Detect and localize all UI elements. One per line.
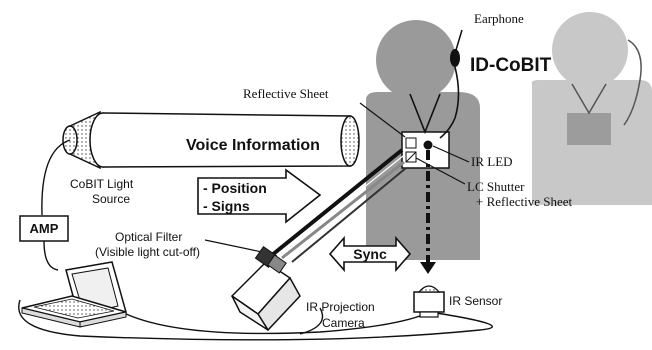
earphone-icon bbox=[439, 29, 463, 139]
faded-id-card bbox=[567, 113, 611, 145]
ir-sensor-label: IR Sensor bbox=[449, 294, 502, 308]
reflective-sheet-square bbox=[405, 137, 417, 149]
faded-person bbox=[531, 12, 652, 205]
sync-label: Sync bbox=[353, 246, 387, 262]
ir-sensor-icon bbox=[413, 285, 445, 318]
reflective-sheet-label: Reflective Sheet bbox=[243, 86, 329, 101]
signs-label: - Signs bbox=[203, 198, 250, 214]
cables bbox=[18, 139, 493, 341]
earphone-label: Earphone bbox=[474, 11, 524, 26]
person-body bbox=[366, 92, 480, 260]
optical-filter-label-1: Optical Filter bbox=[115, 230, 182, 244]
projection-beams bbox=[270, 148, 407, 263]
laptop-icon bbox=[21, 261, 127, 328]
ir-led-dot bbox=[423, 140, 433, 150]
position-signs-arrow bbox=[197, 168, 322, 224]
ir-led-leader bbox=[432, 145, 470, 163]
optical-filter-label-2: (Visible light cut-off) bbox=[95, 245, 200, 259]
ir-signal-arrowhead bbox=[420, 262, 436, 274]
reflective-sheet-leader bbox=[359, 102, 406, 138]
optical-filter-leader bbox=[204, 239, 263, 253]
lanyard bbox=[409, 93, 441, 135]
person-head bbox=[376, 20, 456, 100]
ir-projection-camera-icon bbox=[230, 245, 301, 332]
position-label: - Position bbox=[203, 180, 267, 196]
ir-projection-camera-label-1: IR Projection bbox=[306, 300, 375, 314]
voice-information-label: Voice Information bbox=[186, 137, 320, 154]
amp-box bbox=[19, 215, 69, 242]
cobit-light-source-label-2: Source bbox=[92, 192, 130, 206]
lc-shutter-sub-label: + Reflective Sheet bbox=[476, 194, 573, 209]
id-cobit-label: ID-CoBIT bbox=[470, 55, 552, 76]
cobit-light-source-label-1: CoBIT Light bbox=[70, 177, 134, 191]
voice-beam bbox=[102, 112, 360, 168]
lc-shutter-label: LC Shutter bbox=[467, 179, 525, 194]
amp-label: AMP bbox=[30, 221, 59, 236]
sync-arrow bbox=[328, 235, 412, 273]
ir-led-label: IR LED bbox=[471, 154, 513, 169]
lc-shutter-leader bbox=[415, 157, 466, 185]
main-person bbox=[366, 20, 480, 260]
ir-projection-camera-label-2: Camera bbox=[322, 316, 365, 330]
